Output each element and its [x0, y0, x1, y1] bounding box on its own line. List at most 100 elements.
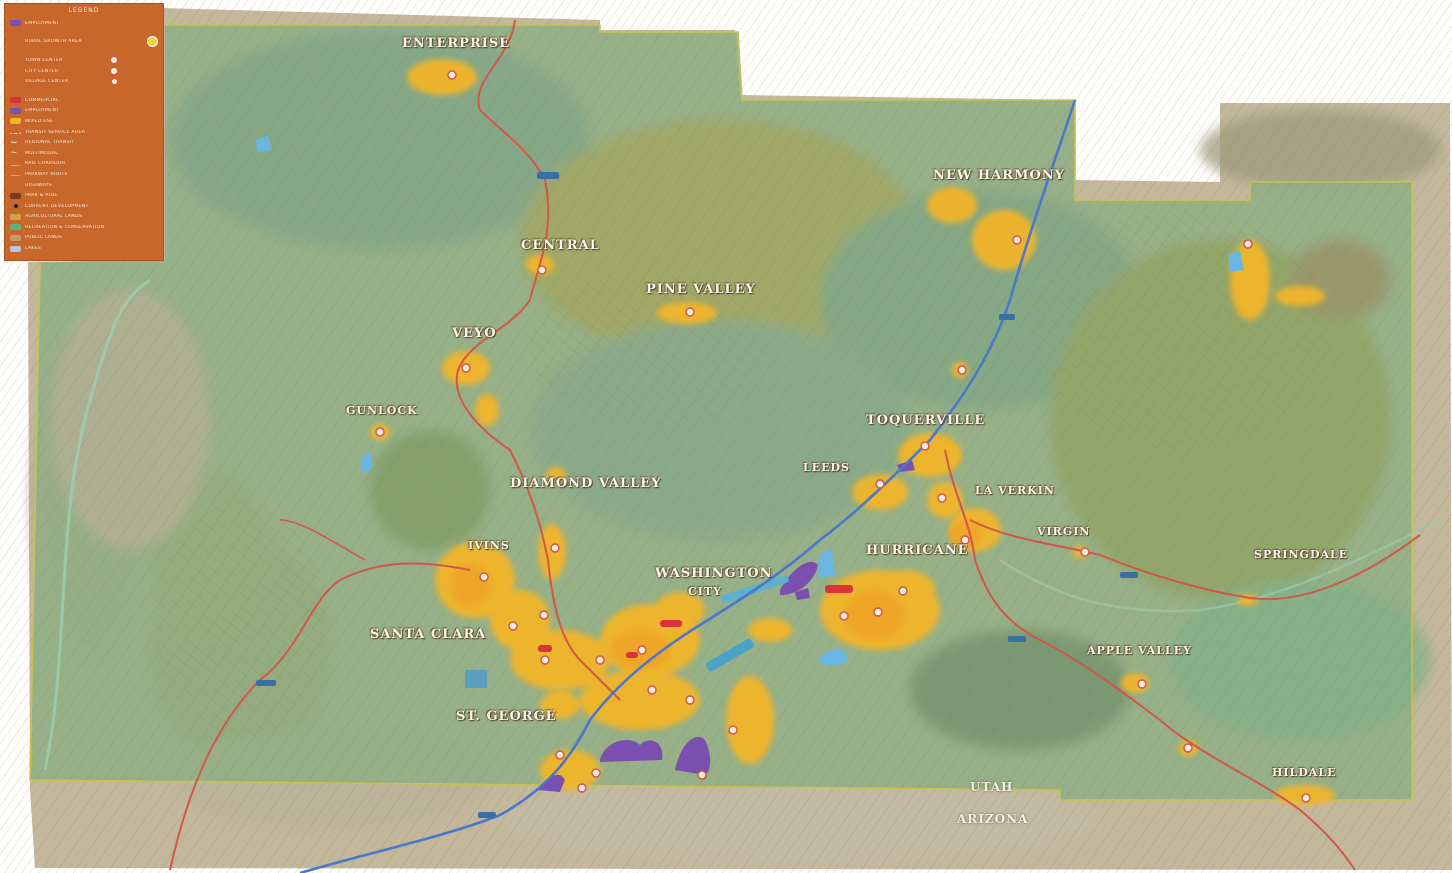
town-label-hurricane: Hurricane [866, 543, 969, 558]
highway-nw [279, 519, 366, 561]
legend-label: Agricultural Lands [25, 214, 83, 220]
legend-label: Public Lands [25, 235, 63, 241]
legend-item: ~ Multimodal [10, 148, 158, 159]
current-development-icon [10, 203, 21, 209]
rural-growth-icon [147, 36, 158, 48]
state-label-arizona: Arizona [957, 812, 1029, 826]
legend-swatch [10, 20, 21, 27]
legend-item: Agricultural Lands [10, 212, 158, 223]
legend-label: Regional Transit [25, 140, 75, 146]
legend-swatch [10, 130, 21, 135]
legend-swatch [10, 39, 21, 45]
legend-swatch [10, 118, 21, 125]
town-label-enterprise: Enterprise [402, 36, 511, 51]
highway-east [969, 519, 1421, 601]
legend-label: Rural Growth Area [25, 39, 82, 45]
legend-swatch [10, 57, 21, 63]
legend-item: Recreation & Conservation [10, 222, 158, 233]
legend-label: Parkway Route [25, 171, 68, 177]
highway-sr9 [944, 449, 1356, 871]
interstate-i15 [299, 99, 1077, 873]
highway-sr18 [455, 19, 621, 701]
town-label-leeds: Leeds [803, 461, 850, 474]
city-center-icon [110, 67, 118, 76]
wave-icon: ~ [10, 148, 18, 159]
legend-swatch [10, 79, 21, 85]
legend-item: Lakes [10, 243, 158, 254]
state-label-utah: Utah [970, 780, 1014, 794]
legend-item: Commercial [10, 95, 158, 106]
legend-item: Employment [10, 18, 158, 29]
park-and-ride-markers [256, 172, 1138, 818]
village-center-icon [111, 78, 118, 86]
county-boundary [29, 24, 1413, 801]
town-label-ivins: Ivins [468, 539, 510, 552]
legend-item: City Center [10, 66, 158, 77]
legend-item: Rural Growth Area [10, 36, 158, 48]
town-label-veyo: Veyo [452, 326, 497, 341]
legend-item: Mixed Use [10, 116, 158, 127]
legend-swatch [10, 234, 21, 241]
legend-swatch [10, 68, 21, 74]
river [43, 278, 151, 771]
town-label-apple-valley: Apple Valley [1087, 644, 1192, 657]
legend-item: Transit Service Area [10, 127, 158, 138]
employment-areas [538, 460, 915, 792]
town-label-virgin: Virgin [1037, 525, 1091, 538]
legend-item: Rail Corridor [10, 159, 158, 170]
legend-swatch [10, 107, 21, 114]
town-label-toquerville: Toquerville [866, 413, 986, 428]
legend-item: Town Center [10, 55, 158, 66]
legend-swatch [10, 183, 21, 188]
river [999, 518, 1441, 613]
legend-label: Town Center [25, 57, 63, 63]
legend-item: Employment [10, 106, 158, 117]
town-label-washington: Washington [655, 566, 773, 581]
town-label-diamond-valley: Diamond Valley [510, 476, 662, 491]
commercial-areas [538, 585, 853, 658]
highway-west [169, 562, 471, 871]
wave-icon: ~ [10, 137, 18, 148]
town-label-hildale: Hildale [1272, 766, 1337, 779]
legend-label: Highways [25, 182, 53, 188]
legend-item: Highways [10, 180, 158, 191]
town-center-icon [110, 56, 118, 65]
legend-item: ~ Regional Transit [10, 137, 158, 148]
legend-label: Rail Corridor [25, 161, 66, 167]
legend-swatch [10, 162, 21, 166]
legend-swatch [10, 97, 21, 104]
town-label-new-harmony: New Harmony [933, 168, 1065, 183]
town-label-santa-clara: Santa Clara [370, 627, 487, 642]
town-center-markers [375, 70, 1311, 803]
legend-label: Employment [25, 108, 60, 114]
town-label-la-verkin: La Verkin [975, 484, 1055, 497]
legend-swatch [10, 245, 21, 252]
legend-label: Multimodal [25, 150, 59, 156]
legend-label: City Center [25, 68, 59, 74]
legend-swatch [10, 192, 21, 199]
town-label-springdale: Springdale [1254, 548, 1349, 561]
legend-label: Mixed Use [25, 118, 54, 124]
legend-swatch [10, 172, 21, 177]
legend-label: Commercial [25, 97, 59, 103]
legend-label: Current Development [25, 203, 89, 209]
town-label-city: City [688, 585, 722, 598]
legend-item: Park & Ride [10, 190, 158, 201]
town-label-st-george: St. George [456, 709, 557, 724]
legend-item: Village Center [10, 76, 158, 87]
legend-label: Village Center [25, 79, 69, 85]
map-legend: Legend Employment Rural Growth Area Town… [4, 3, 164, 261]
legend-label: Employment [25, 20, 60, 26]
legend-swatch [10, 224, 21, 231]
legend-label: Recreation & Conservation [25, 224, 105, 230]
legend-label: Transit Service Area [25, 129, 86, 135]
legend-label: Park & Ride [25, 193, 58, 199]
town-label-pine-valley: Pine Valley [646, 282, 756, 297]
legend-title: Legend [68, 7, 100, 14]
legend-item: Parkway Route [10, 169, 158, 180]
legend-swatch [10, 213, 21, 220]
legend-label: Lakes [25, 246, 42, 252]
legend-item: Current Development [10, 201, 158, 212]
town-label-central: Central [521, 238, 600, 253]
